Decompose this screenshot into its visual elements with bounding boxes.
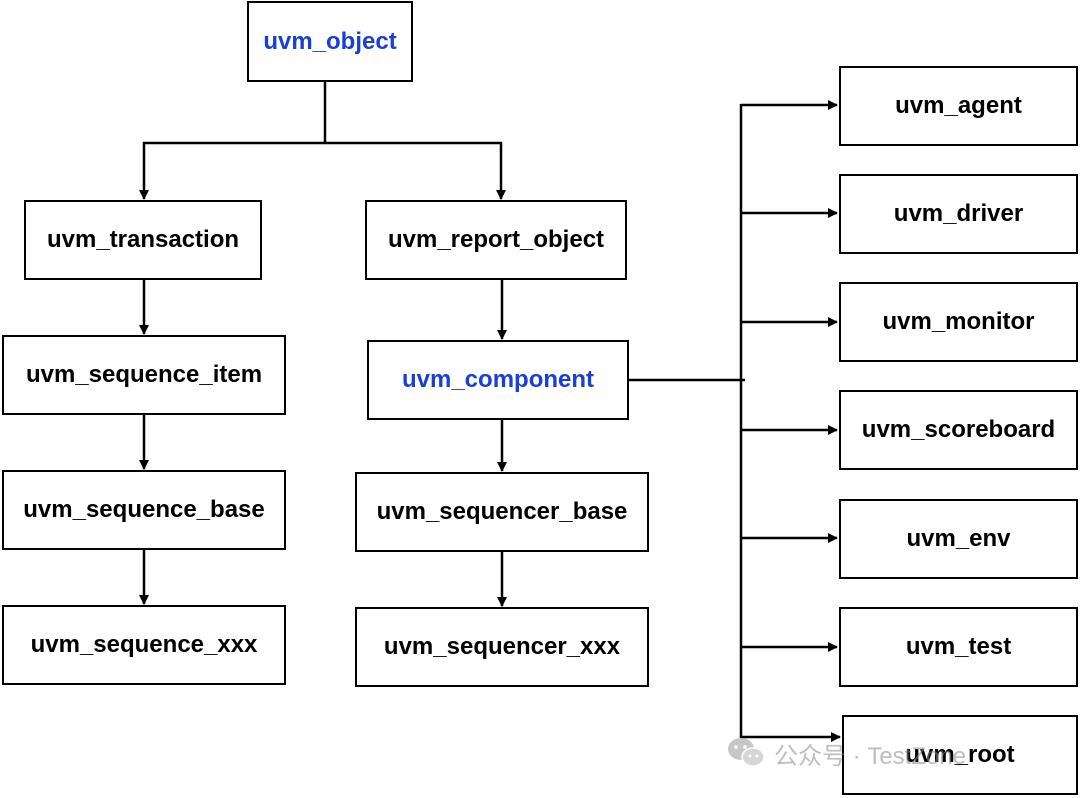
node-uvm-driver: uvm_driver xyxy=(839,174,1078,254)
node-uvm-sequencer-base: uvm_sequencer_base xyxy=(355,472,649,552)
node-uvm-root: uvm_root xyxy=(842,715,1078,795)
node-uvm-report-object: uvm_report_object xyxy=(365,200,627,280)
node-uvm-component: uvm_component xyxy=(367,340,629,420)
node-uvm-sequence-xxx: uvm_sequence_xxx xyxy=(2,605,286,685)
node-uvm-object: uvm_object xyxy=(247,1,413,82)
node-uvm-test: uvm_test xyxy=(839,607,1078,687)
node-uvm-sequence-item: uvm_sequence_item xyxy=(2,335,286,415)
node-uvm-agent: uvm_agent xyxy=(839,66,1078,146)
node-uvm-env: uvm_env xyxy=(839,499,1078,579)
node-uvm-sequencer-xxx: uvm_sequencer_xxx xyxy=(355,607,649,687)
node-uvm-transaction: uvm_transaction xyxy=(24,200,262,280)
node-uvm-monitor: uvm_monitor xyxy=(839,282,1078,362)
node-uvm-scoreboard: uvm_scoreboard xyxy=(839,390,1078,470)
node-uvm-sequence-base: uvm_sequence_base xyxy=(2,470,286,550)
